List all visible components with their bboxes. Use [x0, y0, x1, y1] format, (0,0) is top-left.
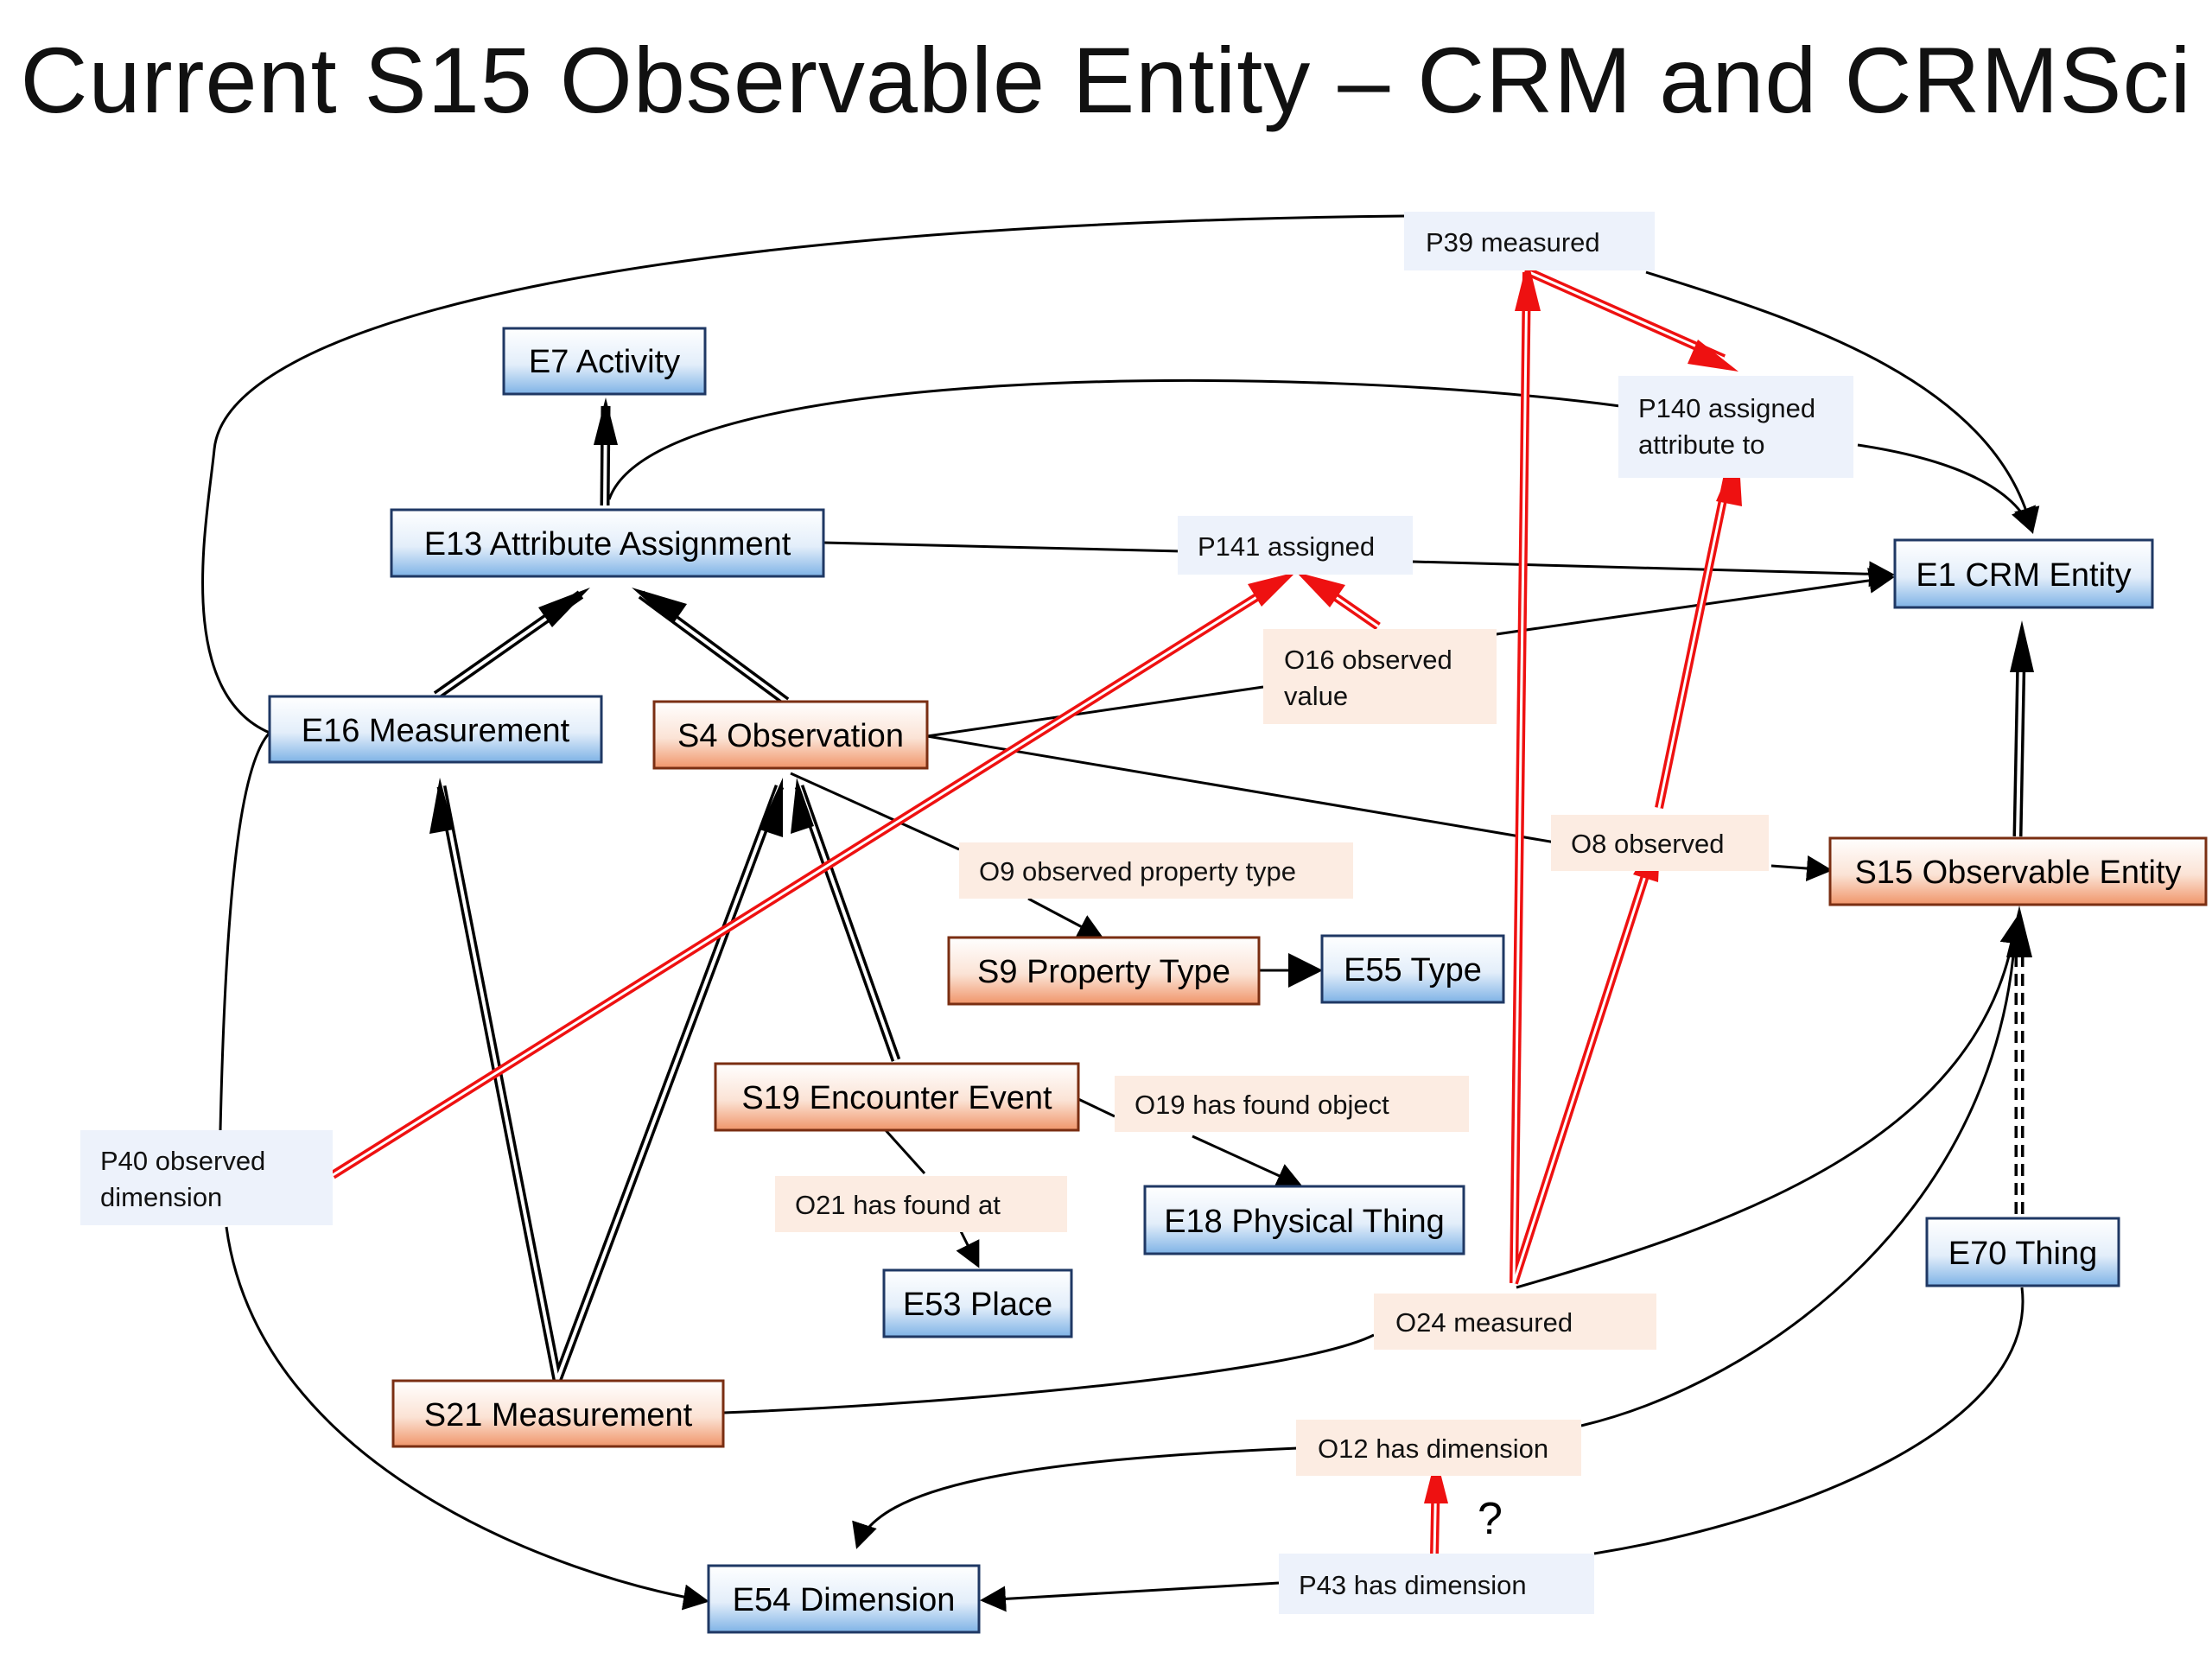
edge-p43: [1593, 1287, 2024, 1555]
label-p141-assigned: P141 assigned: [1178, 516, 1413, 575]
edge-o9-head: [1027, 897, 1104, 939]
label-p140-assigned-attribute-to: P140 assigned attribute to: [1618, 376, 1853, 478]
edge-o8: [926, 734, 1556, 844]
class-e1-crm-entity[interactable]: E1 CRM Entity: [1893, 538, 2154, 609]
label-o16-observed-value: O16 observed value: [1263, 629, 1497, 724]
label-o12-has-dimension: O12 has dimension: [1296, 1420, 1581, 1476]
svg-text:O12 has dimension: O12 has dimension: [1318, 1433, 1548, 1464]
property-labels: P39 measured P140 assigned attribute to …: [80, 212, 1853, 1614]
label-p43-has-dimension: P43 has dimension: [1279, 1554, 1594, 1614]
edge-p43-head: [980, 1581, 1280, 1612]
class-s15-observable-entity[interactable]: S15 Observable Entity: [1828, 836, 2208, 906]
class-e70-thing[interactable]: E70 Thing: [1925, 1217, 2120, 1287]
edge-o19: [1077, 1097, 1116, 1118]
svg-text:O16 observed: O16 observed: [1284, 645, 1452, 675]
class-e7-activity[interactable]: E7 Activity: [502, 327, 707, 396]
class-e53-place[interactable]: E53 Place: [882, 1268, 1073, 1338]
svg-text:S21 Measurement: S21 Measurement: [424, 1397, 693, 1433]
edge-p39-measured: [201, 214, 1405, 734]
edge-o16-head: [1459, 568, 1895, 641]
class-e18-physical-thing[interactable]: E18 Physical Thing: [1143, 1185, 1465, 1255]
svg-text:O8 observed: O8 observed: [1571, 829, 1725, 859]
svg-text:E54 Dimension: E54 Dimension: [733, 1582, 956, 1618]
svg-text:S19 Encounter Event: S19 Encounter Event: [741, 1080, 1052, 1116]
svg-text:S9 Property Type: S9 Property Type: [977, 954, 1230, 990]
class-e54-dimension[interactable]: E54 Dimension: [707, 1564, 981, 1634]
edge-o24: [722, 1333, 1375, 1414]
edge-o24-head: [1516, 918, 2026, 1289]
svg-text:O9 observed property type: O9 observed property type: [979, 856, 1296, 887]
svg-text:dimension: dimension: [100, 1182, 222, 1212]
svg-text:O19 has found object: O19 has found object: [1135, 1090, 1389, 1120]
edge-p39-measured-head: [1645, 270, 2040, 534]
svg-text:E18 Physical Thing: E18 Physical Thing: [1164, 1204, 1445, 1240]
svg-text:O21 has found at: O21 has found at: [795, 1190, 1001, 1220]
svg-text:E1 CRM Entity: E1 CRM Entity: [1916, 557, 2131, 594]
svg-text:P43 has dimension: P43 has dimension: [1299, 1570, 1527, 1600]
label-o19-has-found-object: O19 has found object: [1115, 1076, 1469, 1132]
edge-p140: [607, 378, 1621, 500]
edge-p140-head: [1857, 443, 2036, 534]
svg-text:O24 measured: O24 measured: [1395, 1307, 1573, 1338]
svg-text:E16 Measurement: E16 Measurement: [302, 713, 570, 749]
class-s4-observation[interactable]: S4 Observation: [652, 700, 929, 770]
class-nodes: E7 Activity E13 Attribute Assignment E16…: [268, 327, 2208, 1634]
edge-p141: [823, 541, 1183, 553]
svg-text:E55 Type: E55 Type: [1344, 952, 1482, 988]
label-o8-observed: O8 observed: [1551, 815, 1769, 871]
label-o9-observed-property-type: O9 observed property type: [959, 842, 1353, 899]
edge-p40-bottom: [225, 1226, 709, 1611]
edge-o12-head: [852, 1446, 1299, 1549]
edge-p141-head: [1412, 560, 1895, 588]
svg-text:S15 Observable Entity: S15 Observable Entity: [1854, 855, 2181, 891]
svg-text:E7 Activity: E7 Activity: [529, 344, 680, 380]
svg-text:E70 Thing: E70 Thing: [1948, 1236, 2098, 1272]
class-s9-property-type[interactable]: S9 Property Type: [947, 936, 1261, 1006]
edge-o19-head: [1192, 1135, 1303, 1188]
edge-o21-head: [956, 1230, 980, 1268]
svg-text:P40 observed: P40 observed: [100, 1146, 265, 1176]
svg-text:P140 assigned: P140 assigned: [1638, 393, 1815, 423]
svg-text:attribute to: attribute to: [1638, 429, 1764, 460]
svg-text:value: value: [1284, 681, 1348, 711]
svg-text:P39 measured: P39 measured: [1426, 227, 1600, 257]
property-lines: [201, 214, 2040, 1612]
label-p40-observed-dimension: P40 observed dimension: [80, 1130, 333, 1225]
highlight-arrows: [330, 268, 1735, 1556]
edge-p40-top: [219, 731, 271, 1131]
edge-o8-head: [1770, 855, 1833, 881]
subclass-arrows: [429, 397, 2034, 1382]
diagram-title: Current S15 Observable Entity – CRM and …: [20, 28, 2192, 132]
svg-text:E13 Attribute Assignment: E13 Attribute Assignment: [424, 526, 791, 563]
svg-text:P141 assigned: P141 assigned: [1198, 531, 1375, 562]
class-s19-encounter-event[interactable]: S19 Encounter Event: [714, 1062, 1080, 1132]
class-e16-measurement[interactable]: E16 Measurement: [268, 695, 603, 764]
svg-text:E53 Place: E53 Place: [903, 1287, 1052, 1323]
class-s21-measurement[interactable]: S21 Measurement: [391, 1379, 725, 1448]
class-e55-type[interactable]: E55 Type: [1320, 934, 1505, 1004]
label-o24-measured: O24 measured: [1374, 1294, 1656, 1350]
label-p39-measured: P39 measured: [1404, 212, 1655, 270]
edge-o9: [790, 772, 960, 851]
label-o21-has-found-at: O21 has found at: [775, 1176, 1067, 1232]
edge-o16: [926, 685, 1264, 738]
svg-text:S4 Observation: S4 Observation: [677, 718, 904, 754]
edge-o12: [1580, 919, 2018, 1427]
question-mark-annotation: ?: [1478, 1494, 1503, 1544]
class-e13-attribute-assignment[interactable]: E13 Attribute Assignment: [390, 508, 825, 578]
